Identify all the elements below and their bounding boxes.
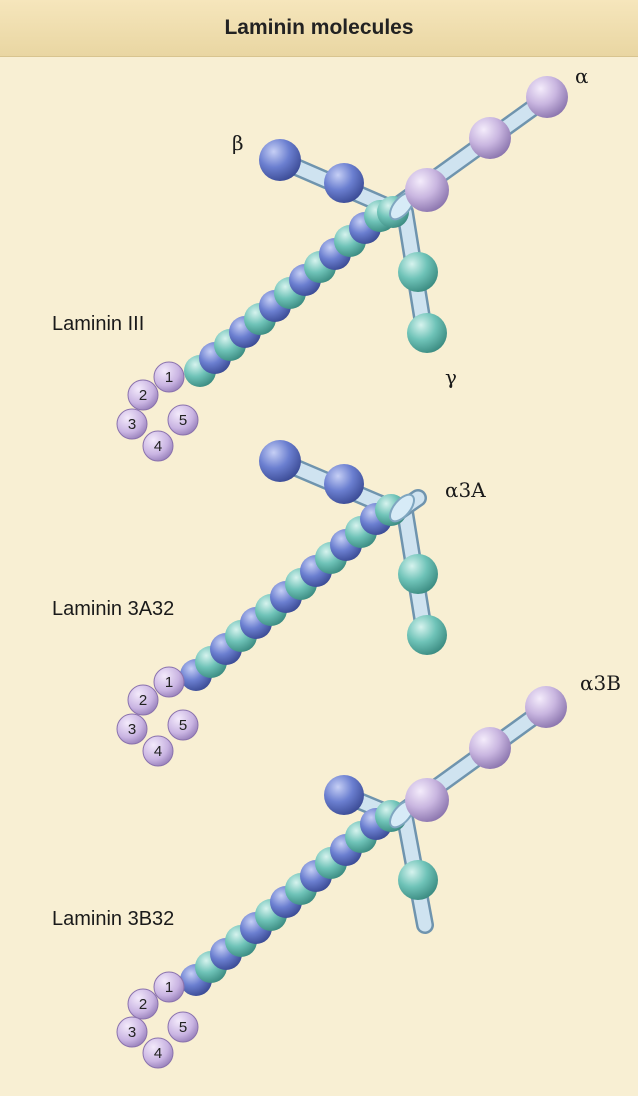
laminin-3a32-molecule: 1 2 3 4 5 Laminin 3A32 α3A	[52, 440, 486, 767]
g-domain-label: 5	[179, 717, 187, 734]
gamma-domain	[398, 252, 438, 292]
alpha-domain	[405, 778, 449, 822]
alpha-domain	[525, 686, 567, 728]
beta-domain	[324, 163, 364, 203]
g-domain-label: 1	[165, 979, 173, 996]
gamma-label: γ	[445, 365, 457, 389]
molecule-label: Laminin 3A32	[52, 598, 174, 620]
molecule-label: Laminin III	[52, 313, 144, 335]
gamma-domain	[398, 860, 438, 900]
beta-domain	[324, 775, 364, 815]
gamma-domain	[407, 615, 447, 655]
g-domain-label: 3	[128, 1024, 136, 1041]
beta-domain	[324, 464, 364, 504]
beta-domain	[259, 440, 301, 482]
laminin-3b32-molecule: 1 2 3 4 5 Laminin 3B32 α3B	[52, 671, 621, 1069]
g-domain-label: 1	[165, 369, 173, 386]
gamma-domain	[398, 554, 438, 594]
alpha-domain	[405, 168, 449, 212]
g-domain-label: 2	[139, 692, 147, 709]
coiled-coil	[180, 799, 415, 996]
g-domain-label: 2	[139, 996, 147, 1013]
g-domain-label: 5	[179, 412, 187, 429]
g-domain-label: 1	[165, 674, 173, 691]
figure-title: Laminin molecules	[224, 16, 414, 39]
g-domain-label: 4	[154, 743, 162, 760]
alpha-domain	[526, 76, 568, 118]
beta-label: β	[232, 131, 244, 155]
g-domain-label: 4	[154, 438, 162, 455]
coiled-coil	[180, 493, 415, 691]
g-domain-label: 3	[128, 721, 136, 738]
gamma-domain	[407, 313, 447, 353]
g-domains: 1 2 3 4 5	[116, 361, 199, 462]
g-domain-label: 5	[179, 1019, 187, 1036]
beta-domain	[259, 139, 301, 181]
alpha-domain	[469, 117, 511, 159]
g-domain-label: 2	[139, 387, 147, 404]
coiled-coil	[184, 191, 415, 387]
g-domains: 1 2 3 4 5	[116, 666, 199, 767]
g-domain-label: 4	[154, 1045, 162, 1062]
figure-header: Laminin molecules	[0, 0, 638, 57]
alpha-label: α3A	[445, 478, 486, 502]
laminin-iii-molecule: 1 2 3 4 5 Laminin III α β γ	[52, 64, 589, 462]
g-domain-label: 3	[128, 416, 136, 433]
g-domains: 1 2 3 4 5	[116, 971, 199, 1069]
molecule-label: Laminin 3B32	[52, 908, 174, 930]
alpha-label: α3B	[580, 671, 621, 695]
alpha-domain	[469, 727, 511, 769]
alpha-label: α	[575, 64, 589, 88]
